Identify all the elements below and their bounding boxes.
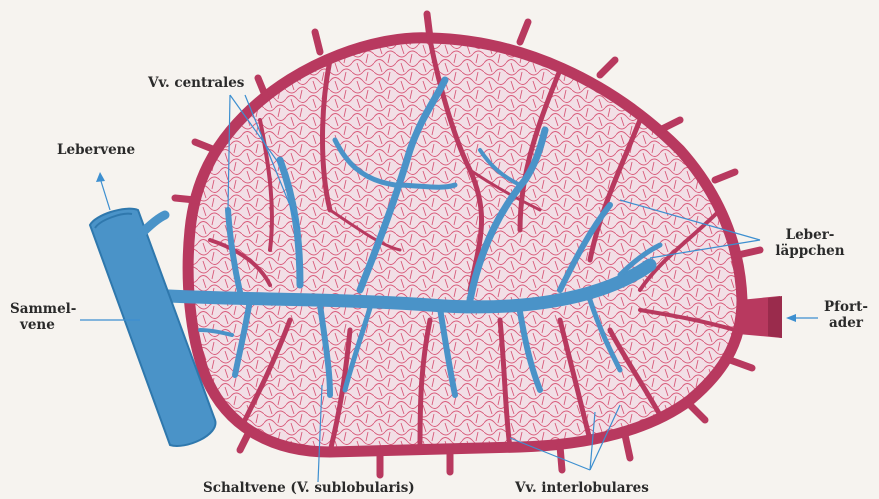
label-leberlaeppchen-line1: Leber- bbox=[775, 228, 845, 243]
label-pfortader-line2: ader bbox=[820, 316, 872, 331]
portal-vein-trunk-lumen bbox=[768, 296, 782, 338]
label-vv-centrales: Vv. centrales bbox=[148, 76, 244, 91]
label-schaltvene: Schaltvene (V. sublobularis) bbox=[203, 481, 415, 496]
label-sammelvene-line1: Sammel- bbox=[10, 302, 76, 317]
label-lebervene: Lebervene bbox=[57, 143, 135, 158]
label-leberlaeppchen-line2: läppchen bbox=[768, 244, 852, 259]
label-pfortader-line1: Pfort- bbox=[820, 300, 872, 315]
label-vv-interlobulares: Vv. interlobulares bbox=[515, 481, 649, 496]
label-sammelvene-line2: vene bbox=[20, 318, 55, 333]
